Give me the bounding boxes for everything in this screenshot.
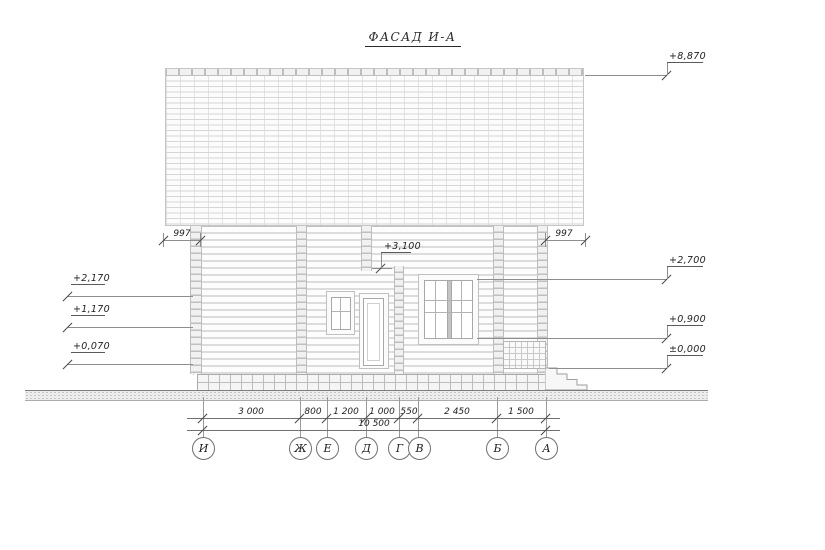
axis-label: Г [395,442,404,455]
roof-ridge-caps [166,69,583,76]
level-riser-wall-mid [381,252,382,268]
level-shelf-head-left [71,284,105,285]
level-shelf-wall-mid [381,252,411,253]
axis-bubble-v: В [408,437,431,460]
axis-label: Е [323,442,332,455]
level-riser-ridge [667,62,668,75]
level-line-plinth-left [67,364,193,365]
small-window-muntin [332,311,350,312]
axis-label: В [415,442,424,455]
level-riser-zero [667,355,668,368]
large-window-muntin [461,281,462,338]
level-riser-sill-right [667,325,668,338]
axis-label: Ж [294,442,307,455]
level-line-head-left [67,296,193,297]
dimension-line-segments [187,418,560,419]
entry-door [363,298,384,366]
log-joint-column-axis-i [190,226,202,374]
large-window-muntin [425,300,472,301]
dim-segment-label-3: 1 000 [369,407,395,417]
level-shelf-sill-left [71,315,105,316]
elevation-mark-head-left: +2,170 [73,273,110,284]
log-joint-column-axis-a [537,226,548,374]
dim-segment-label-5: 2 450 [444,407,470,417]
level-shelf-sill-right [667,325,703,326]
porch-railing-lattice [503,341,546,369]
level-shelf-ridge [667,62,703,63]
dim-eave-right: 997 [555,229,573,239]
large-window-muntin [425,312,472,313]
level-line-zero [549,368,667,369]
large-window [424,280,473,339]
small-window [331,297,351,330]
elevation-mark-head-right: +2,700 [669,255,706,266]
axis-bubble-zh: Ж [289,437,312,460]
dim-segment-label-2: 1 200 [333,407,359,417]
elevation-mark-ridge: +8,870 [669,51,706,62]
drawing-title: ФАСАД И-А [0,26,825,47]
dim-segment-label-1: 800 [304,407,322,417]
dim-line-eave-left [163,240,201,241]
dim-line-eave-right [545,240,586,241]
elevation-mark-sill-left: +1,170 [73,304,110,315]
dim-segment-label-6: 1 500 [508,407,534,417]
level-line-head-right [477,279,667,280]
large-window-mullion [447,281,452,338]
large-window-muntin [435,281,436,338]
door-panel [367,303,380,361]
elevation-mark-zero: ±0,000 [669,344,706,355]
elevation-mark-sill-right: +0,900 [669,314,706,325]
elevation-mark-wall-mid: +3,100 [384,241,421,252]
level-shelf-plinth-left [71,352,105,353]
axis-bubble-b: Б [486,437,509,460]
log-joint-column-axis-b [493,226,504,374]
axis-label: И [198,442,209,455]
axis-label: Б [493,442,502,455]
axis-bubble-e: Е [316,437,339,460]
level-line-sill-left [67,327,193,328]
axis-bubble-a: А [535,437,558,460]
axis-bubble-d: Д [355,437,378,460]
elevation-mark-plinth-left: +0,070 [73,341,110,352]
dim-segment-label-0: 3 000 [238,407,264,417]
level-riser-head-right [667,266,668,279]
level-line-sill-right [477,338,667,339]
level-shelf-zero [667,355,703,356]
drawing-title-text: ФАСАД И-А [364,30,461,47]
axis-bubble-i: И [192,437,215,460]
small-window-muntin [340,298,341,329]
dim-total-label: 10 500 [358,419,390,429]
roof-tile-pattern [166,76,583,225]
dimension-line-total [187,430,560,431]
log-joint-column-axis-d [361,226,372,271]
roof [165,68,584,226]
axis-label: А [542,442,551,455]
level-shelf-head-right [667,266,703,267]
level-line-wall-mid [372,268,392,269]
axis-label: Д [362,442,371,455]
level-line-ridge [585,75,667,76]
log-joint-column-axis-g [394,266,404,374]
log-joint-column-axis-zh [296,226,307,374]
dim-segment-label-4: 550 [400,407,418,417]
dim-eave-left: 997 [173,229,191,239]
